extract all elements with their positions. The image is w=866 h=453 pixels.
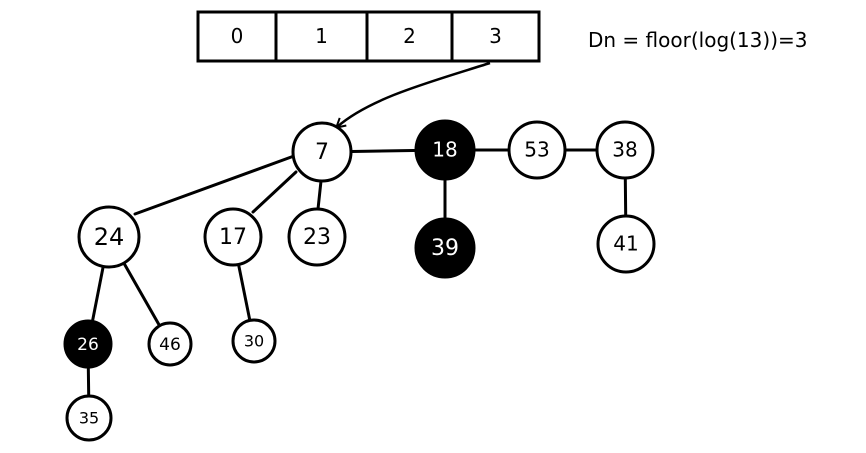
array-cell-0: 0 (231, 24, 244, 48)
node-circle (147, 321, 193, 367)
node-41: 41 (596, 214, 656, 274)
node-24: 24 (77, 205, 141, 269)
node-17: 17 (203, 207, 263, 267)
node-23: 23 (287, 207, 347, 267)
node-label: 18 (432, 138, 457, 162)
array-cell-1: 1 (315, 24, 328, 48)
node-label: 46 (159, 335, 181, 355)
node-label: 7 (315, 140, 329, 165)
node-46: 46 (147, 321, 193, 367)
node-circle (77, 205, 141, 269)
node-38: 38 (595, 120, 655, 180)
edges-layer (86, 148, 628, 420)
edge-n7-n17 (251, 170, 298, 214)
node-label: 26 (77, 335, 99, 355)
node-30: 30 (231, 318, 277, 364)
edge-n7-n24 (133, 154, 296, 216)
node-circle (287, 207, 347, 267)
node-35: 35 (65, 394, 113, 442)
node-circle (595, 120, 655, 180)
array-cell-3: 3 (489, 24, 502, 48)
array-cell-2: 2 (403, 24, 416, 48)
node-label: 30 (244, 332, 264, 351)
node-circle (596, 214, 656, 274)
node-label: 39 (431, 236, 459, 261)
node-circle (414, 119, 476, 181)
node-circle (414, 217, 476, 279)
pointer-arrow (337, 61, 491, 127)
nodes-layer: 7 18 53 38 24 17 23 39 41 26 46 30 35 (63, 119, 656, 442)
node-label: 38 (612, 138, 637, 162)
node-circle (291, 121, 353, 183)
node-label: 24 (94, 223, 125, 251)
node-53: 53 (507, 120, 567, 180)
node-circle (63, 319, 113, 369)
degree-formula: Dn = floor(log(13))=3 (588, 28, 808, 52)
node-circle (65, 394, 113, 442)
node-label: 53 (524, 138, 549, 162)
node-label: 17 (219, 225, 247, 250)
node-circle (507, 120, 567, 180)
node-18: 18 (414, 119, 476, 181)
node-26: 26 (63, 319, 113, 369)
node-39: 39 (414, 217, 476, 279)
root-array: 0 1 2 3 (196, 10, 541, 63)
node-circle (203, 207, 263, 267)
node-label: 35 (79, 409, 99, 428)
node-circle (231, 318, 277, 364)
node-7: 7 (291, 121, 353, 183)
node-label: 23 (303, 225, 331, 250)
edge-n7-n23 (316, 179, 323, 211)
node-label: 41 (613, 232, 638, 256)
